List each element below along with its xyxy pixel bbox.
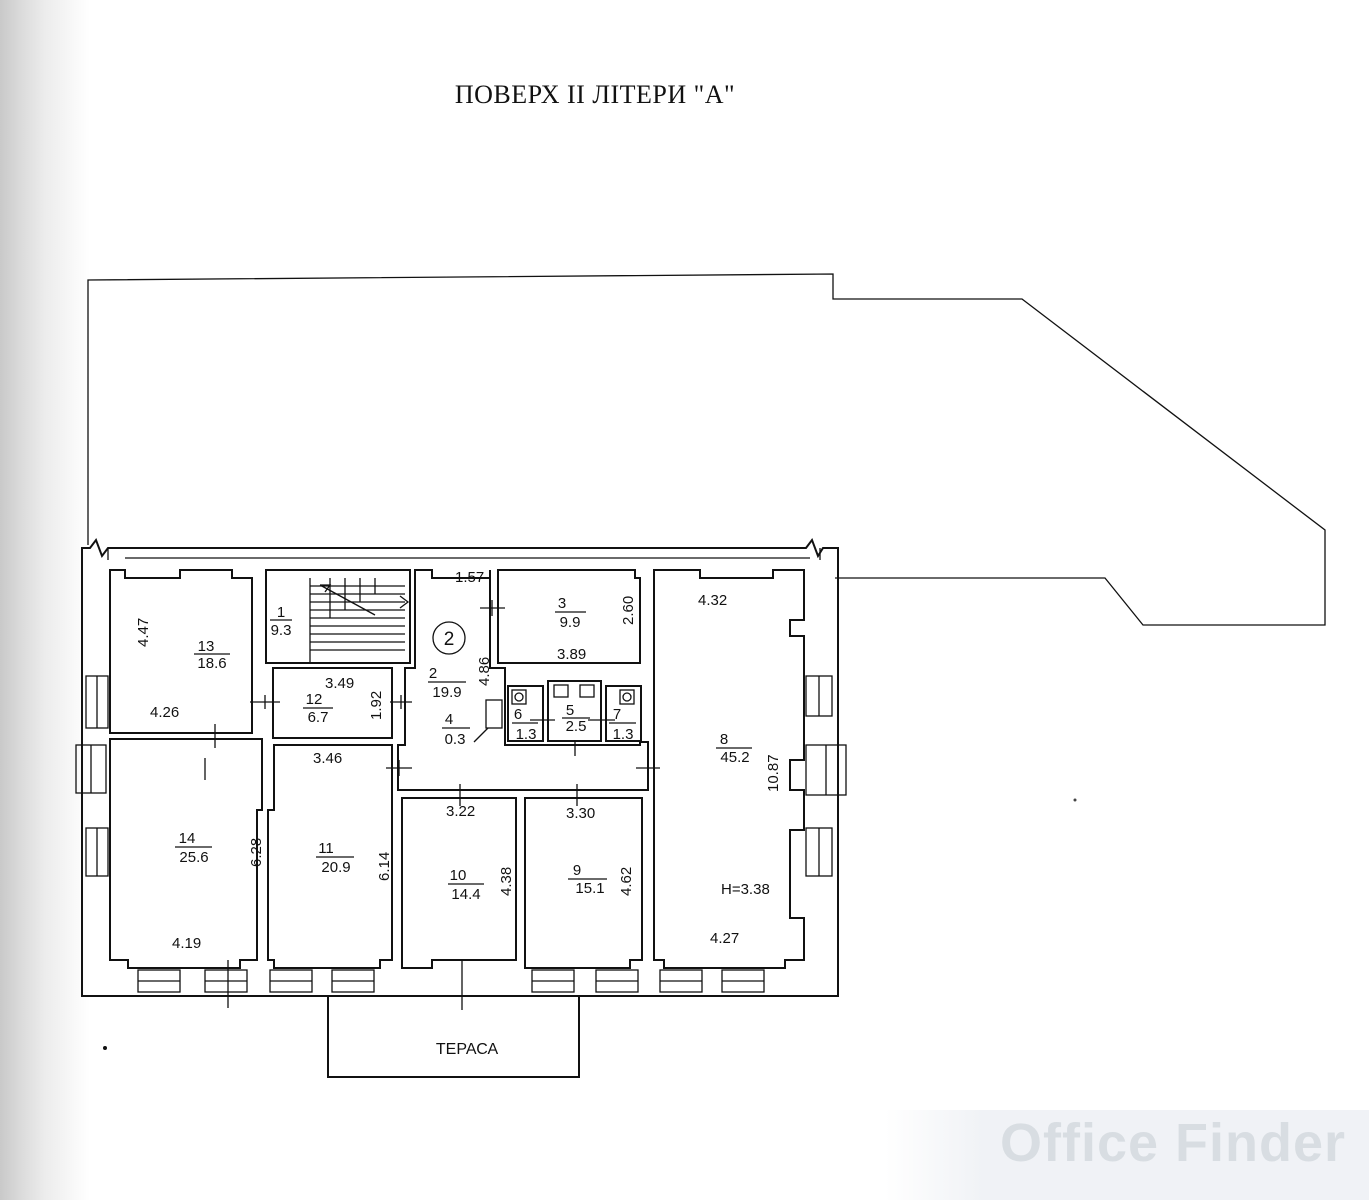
speck	[1073, 798, 1077, 802]
dim-6-28: 6.28	[248, 838, 265, 867]
room-2-number: 2	[429, 665, 437, 682]
dim-4-27: 4.27	[710, 930, 739, 947]
dim-4-38: 4.38	[498, 867, 515, 896]
room-labels: 1 9.3 2 19.9 3 9.9 4 0.3 5 2.5 6 1.3 7 1…	[175, 595, 752, 903]
dim-3-46: 3.46	[313, 750, 342, 767]
room-12-area: 6.7	[308, 709, 329, 726]
dim-3-22: 3.22	[446, 803, 475, 820]
watermark-band	[885, 1110, 1369, 1200]
room-9-number: 9	[573, 862, 581, 879]
terrace-label: ТЕРАСА	[436, 1041, 499, 1058]
room-14-area: 25.6	[179, 849, 208, 866]
room-8-number: 8	[720, 731, 728, 748]
terrace	[327, 995, 580, 1078]
dim-4-62: 4.62	[618, 867, 635, 896]
room-5-area: 2.5	[566, 718, 587, 735]
staircase-marker	[432, 621, 466, 655]
wc-fixture-icon	[514, 692, 524, 702]
room-10	[401, 797, 517, 969]
room-6-number: 6	[514, 706, 522, 723]
room-2-area: 19.9	[432, 684, 461, 701]
room-4-area: 0.3	[445, 731, 466, 748]
leader-line	[473, 727, 489, 743]
room-3-number: 3	[558, 595, 566, 612]
wc-fixture-icon	[579, 684, 595, 698]
dim-2-60: 2.60	[620, 596, 637, 625]
room-8-area: 45.2	[720, 749, 749, 766]
dim-4-26: 4.26	[150, 704, 179, 721]
room-9	[524, 797, 643, 969]
room-14-number: 14	[179, 830, 196, 847]
speck	[103, 1046, 107, 1050]
room-9-area: 15.1	[575, 880, 604, 897]
room-11-number: 11	[318, 840, 334, 857]
dim-4-47: 4.47	[135, 618, 152, 647]
dim-4-86: 4.86	[476, 657, 493, 686]
plan-title: ПОВЕРХ II ЛІТЕРИ "А"	[454, 80, 736, 109]
room-4-number: 4	[445, 711, 453, 728]
room-6-area: 1.3	[516, 726, 537, 743]
windows	[75, 675, 847, 993]
dim-1-57: 1.57	[455, 569, 484, 586]
room-7-area: 1.3	[613, 726, 634, 743]
room-5-wc	[547, 680, 602, 742]
wc-fixture-icon	[622, 692, 632, 702]
building-outline	[81, 537, 839, 997]
height-label: H=3.38	[721, 881, 770, 898]
dim-4-32: 4.32	[698, 592, 727, 609]
staircase-steps	[309, 578, 410, 662]
room-10-area: 14.4	[451, 886, 480, 903]
dim-6-14: 6.14	[376, 852, 393, 881]
room-14	[109, 738, 263, 969]
room-3-area: 9.9	[560, 614, 581, 631]
wc-fixture-icon	[553, 684, 569, 698]
room-5-number: 5	[566, 702, 574, 719]
dim-3-49: 3.49	[325, 675, 354, 692]
dim-3-30: 3.30	[566, 805, 595, 822]
wc-fixture-icon	[619, 689, 635, 705]
room-13-area: 18.6	[197, 655, 226, 672]
dim-1-92: 1.92	[368, 691, 385, 720]
room-1-number: 1	[277, 604, 285, 621]
room-1-area: 9.3	[271, 622, 292, 639]
dim-3-89: 3.89	[557, 646, 586, 663]
watermark-logo: Office Finder	[1000, 1113, 1347, 1173]
dim-4-19: 4.19	[172, 935, 201, 952]
room-8	[653, 569, 805, 969]
adjacent-building-outline	[87, 273, 1326, 626]
page-edge-shadow	[0, 0, 90, 1200]
room-7-number: 7	[613, 706, 621, 723]
room-1-staircase	[265, 569, 411, 664]
room-11-area: 20.9	[321, 859, 350, 876]
room-12-number: 12	[306, 691, 323, 708]
staircase-marker-label: 2	[444, 629, 455, 650]
room-12	[272, 667, 393, 739]
room-4-niche	[485, 699, 503, 729]
dimension-labels: 1.57 4.86 2.60 3.89 4.32 10.87 4.27 3.49…	[135, 569, 782, 952]
room-13-number: 13	[198, 638, 215, 655]
dim-10-87: 10.87	[765, 754, 782, 792]
room-13	[109, 569, 253, 734]
wc-fixture-icon	[511, 689, 527, 705]
room-2-corridor	[397, 569, 649, 791]
room-10-number: 10	[450, 867, 467, 884]
door-marks	[204, 600, 660, 1010]
room-3	[497, 569, 641, 664]
